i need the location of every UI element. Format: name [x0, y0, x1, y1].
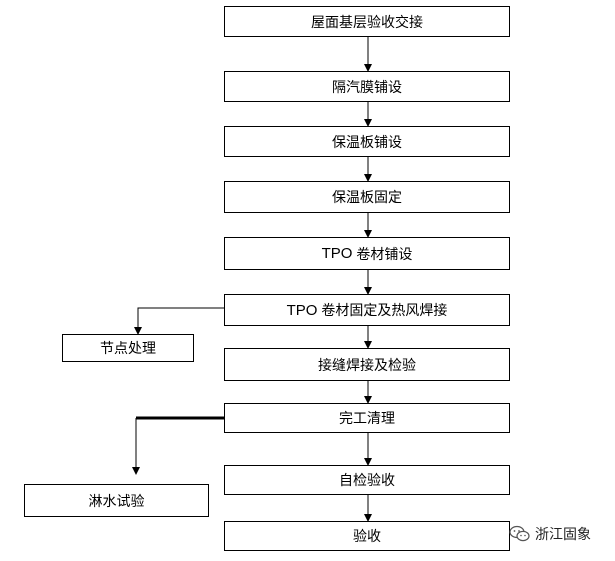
branch-node-treatment: 节点处理	[62, 334, 194, 362]
step-self-inspection: 自检验收	[224, 465, 510, 495]
wechat-icon	[509, 525, 530, 542]
step-final-acceptance: 验收	[224, 521, 510, 551]
step-completion-cleanup: 完工清理	[224, 403, 510, 433]
step-insulation-fixing: 保温板固定	[224, 181, 510, 213]
step-tpo-fixing-latin: TPO	[286, 301, 318, 319]
step-insulation-laying: 保温板铺设	[224, 126, 510, 157]
watermark: 浙江固象	[509, 524, 591, 544]
step-tpo-laying-latin: TPO	[321, 245, 353, 262]
arrow-s6-b1	[134, 307, 224, 335]
step-seam-welding-inspection: 接缝焊接及检验	[224, 348, 510, 381]
watermark-text: 浙江固象	[535, 527, 591, 543]
step-vapor-barrier: 隔汽膜铺设	[224, 71, 510, 102]
branch-water-spray-test: 淋水试验	[24, 484, 209, 517]
step-roof-base-acceptance: 屋面基层验收交接	[224, 6, 510, 37]
